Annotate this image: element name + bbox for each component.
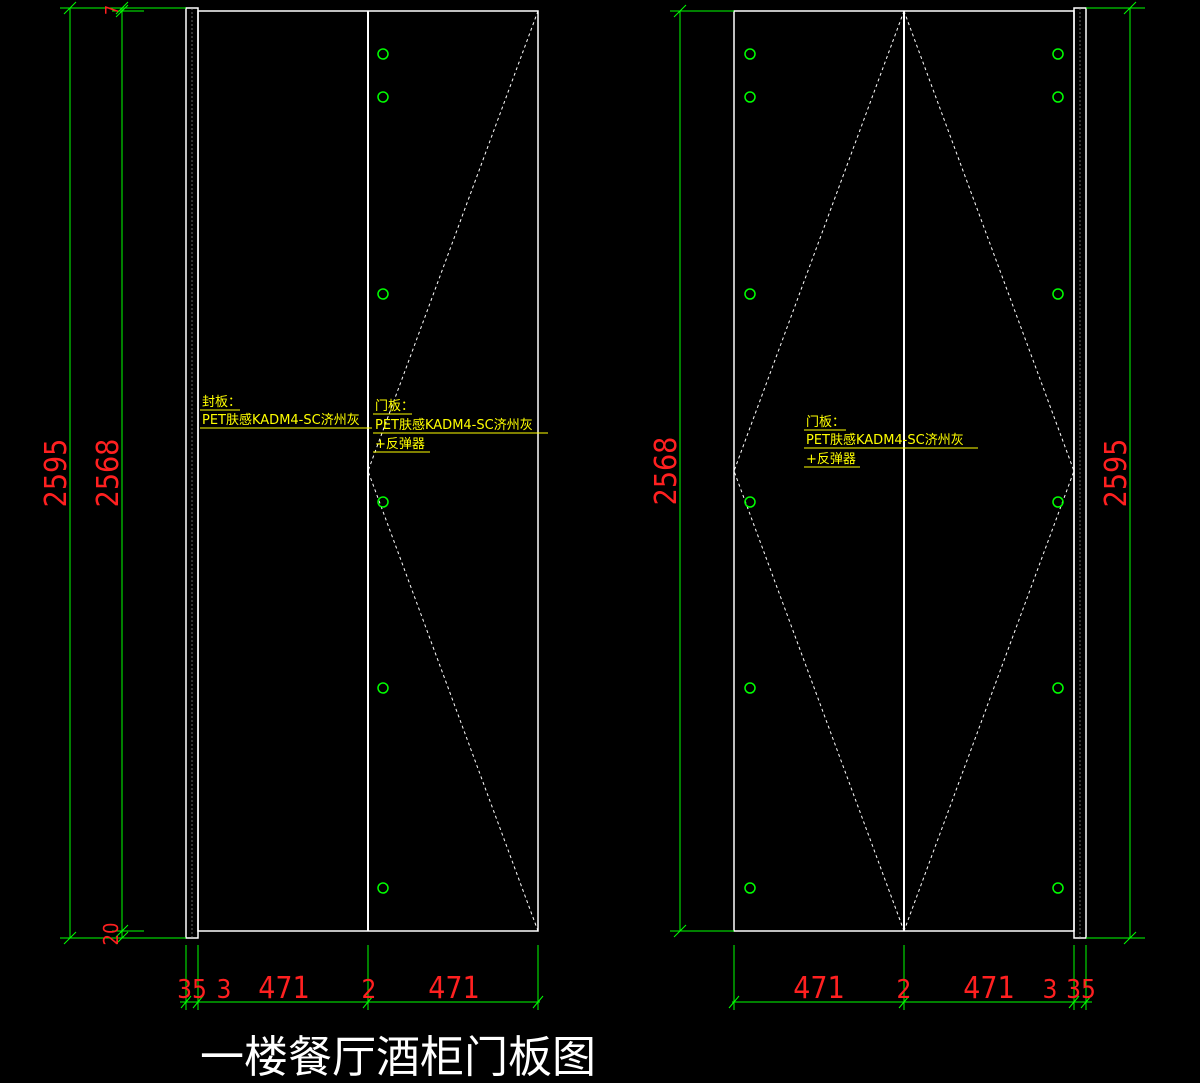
right-inner-height: 2568 bbox=[649, 437, 684, 506]
note-line: 门板： bbox=[806, 415, 845, 430]
note-line: +反弹器 bbox=[806, 452, 856, 467]
hinge-hole bbox=[1052, 91, 1064, 103]
right-elevation: 2568 2595 471 2 471 3 35 门板： PET肤感KADM4-… bbox=[649, 1, 1145, 1010]
hinge-hole bbox=[377, 882, 389, 894]
hinge-hole bbox=[744, 496, 756, 508]
hinge-hole bbox=[377, 682, 389, 694]
left-width-2: 471 bbox=[258, 971, 310, 1006]
hinge-hole bbox=[744, 682, 756, 694]
left-inner-height: 2568 bbox=[91, 439, 126, 508]
note-line: 封板： bbox=[202, 395, 241, 410]
right-opening-indicator-left bbox=[733, 10, 905, 932]
hinge-hole bbox=[744, 91, 756, 103]
note-line: 门板： bbox=[375, 399, 414, 414]
left-horizontal-dimensions bbox=[180, 945, 544, 1010]
hinge-hole bbox=[744, 882, 756, 894]
right-horizontal-dimensions bbox=[728, 945, 1092, 1010]
hinge-hole bbox=[744, 288, 756, 300]
right-opening-indicator-right bbox=[903, 10, 1075, 932]
right-door-note: 门板： PET肤感KADM4-SC济州灰 +反弹器 bbox=[804, 415, 978, 468]
hinge-hole bbox=[1052, 496, 1064, 508]
hinge-hole bbox=[377, 496, 389, 508]
hinge-hole bbox=[377, 288, 389, 300]
left-width-4: 471 bbox=[428, 971, 480, 1006]
note-line: PET肤感KADM4-SC济州灰 bbox=[202, 412, 360, 428]
left-bottom-gap: 20 bbox=[99, 923, 123, 946]
right-outer-height: 2595 bbox=[1099, 439, 1134, 508]
note-line: PET肤感KADM4-SC济州灰 bbox=[806, 432, 964, 448]
right-width-1: 2 bbox=[897, 975, 912, 1005]
left-top-gap: 7 bbox=[102, 5, 123, 15]
right-hinge-holes bbox=[744, 48, 1064, 894]
hinge-hole bbox=[377, 48, 389, 60]
hinge-hole bbox=[1052, 682, 1064, 694]
hinge-hole bbox=[377, 91, 389, 103]
left-vertical-dimensions bbox=[60, 1, 186, 945]
right-width-3: 3 bbox=[1043, 975, 1058, 1005]
hinge-hole bbox=[1052, 48, 1064, 60]
left-width-1: 3 bbox=[217, 975, 232, 1005]
left-cover-note: 封板： PET肤感KADM4-SC济州灰 bbox=[200, 395, 372, 429]
hinge-hole bbox=[1052, 288, 1064, 300]
right-width-0: 471 bbox=[793, 971, 845, 1006]
drawing-title: 一楼餐厅酒柜门板图 bbox=[200, 1032, 596, 1083]
left-elevation: 2595 2568 7 20 35 3 471 2 471 封板： PET肤感K… bbox=[39, 1, 548, 1010]
left-opening-indicator bbox=[367, 10, 539, 932]
left-hinge-holes bbox=[377, 48, 389, 894]
note-line: PET肤感KADM4-SC济州灰 bbox=[375, 417, 533, 433]
left-width-0: 35 bbox=[177, 975, 207, 1005]
hinge-hole bbox=[1052, 882, 1064, 894]
right-width-4: 35 bbox=[1066, 975, 1096, 1005]
hinge-hole bbox=[744, 48, 756, 60]
right-vertical-dimensions bbox=[670, 1, 1145, 945]
left-door-note: 门板： PET肤感KADM4-SC济州灰 +反弹器 bbox=[373, 399, 548, 453]
note-line: +反弹器 bbox=[375, 437, 425, 452]
right-width-2: 471 bbox=[963, 971, 1015, 1006]
left-width-3: 2 bbox=[362, 975, 377, 1005]
left-outer-height: 2595 bbox=[39, 439, 74, 508]
